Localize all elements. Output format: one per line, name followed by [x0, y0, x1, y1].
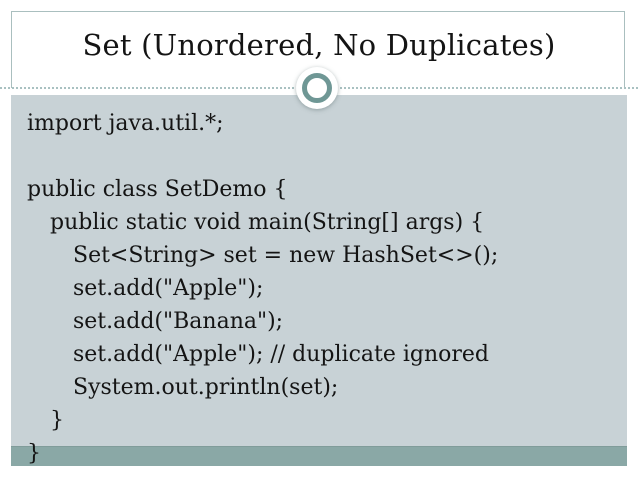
code-panel — [11, 95, 627, 446]
code-line: System.out.println(set); — [73, 375, 339, 400]
code-line: Set<String> set = new HashSet<>(); — [73, 243, 499, 268]
code-line: import java.util.*; — [27, 111, 224, 136]
code-line: } — [27, 441, 41, 466]
code-line: public static void main(String[] args) { — [50, 210, 485, 235]
accent-bar — [11, 446, 627, 466]
code-block: import java.util.*; public class SetDemo … — [27, 107, 617, 470]
circle-ring-icon — [302, 73, 332, 103]
code-line: set.add("Apple"); // duplicate ignored — [73, 342, 490, 367]
code-line — [27, 140, 617, 173]
code-line: set.add("Banana"); — [73, 309, 284, 334]
slide-title: Set (Unordered, No Duplicates) — [82, 28, 556, 62]
code-line: set.add("Apple"); — [73, 276, 264, 301]
circle-ornament-icon — [296, 67, 338, 109]
code-line: } — [50, 408, 64, 433]
code-line: public class SetDemo { — [27, 177, 288, 202]
